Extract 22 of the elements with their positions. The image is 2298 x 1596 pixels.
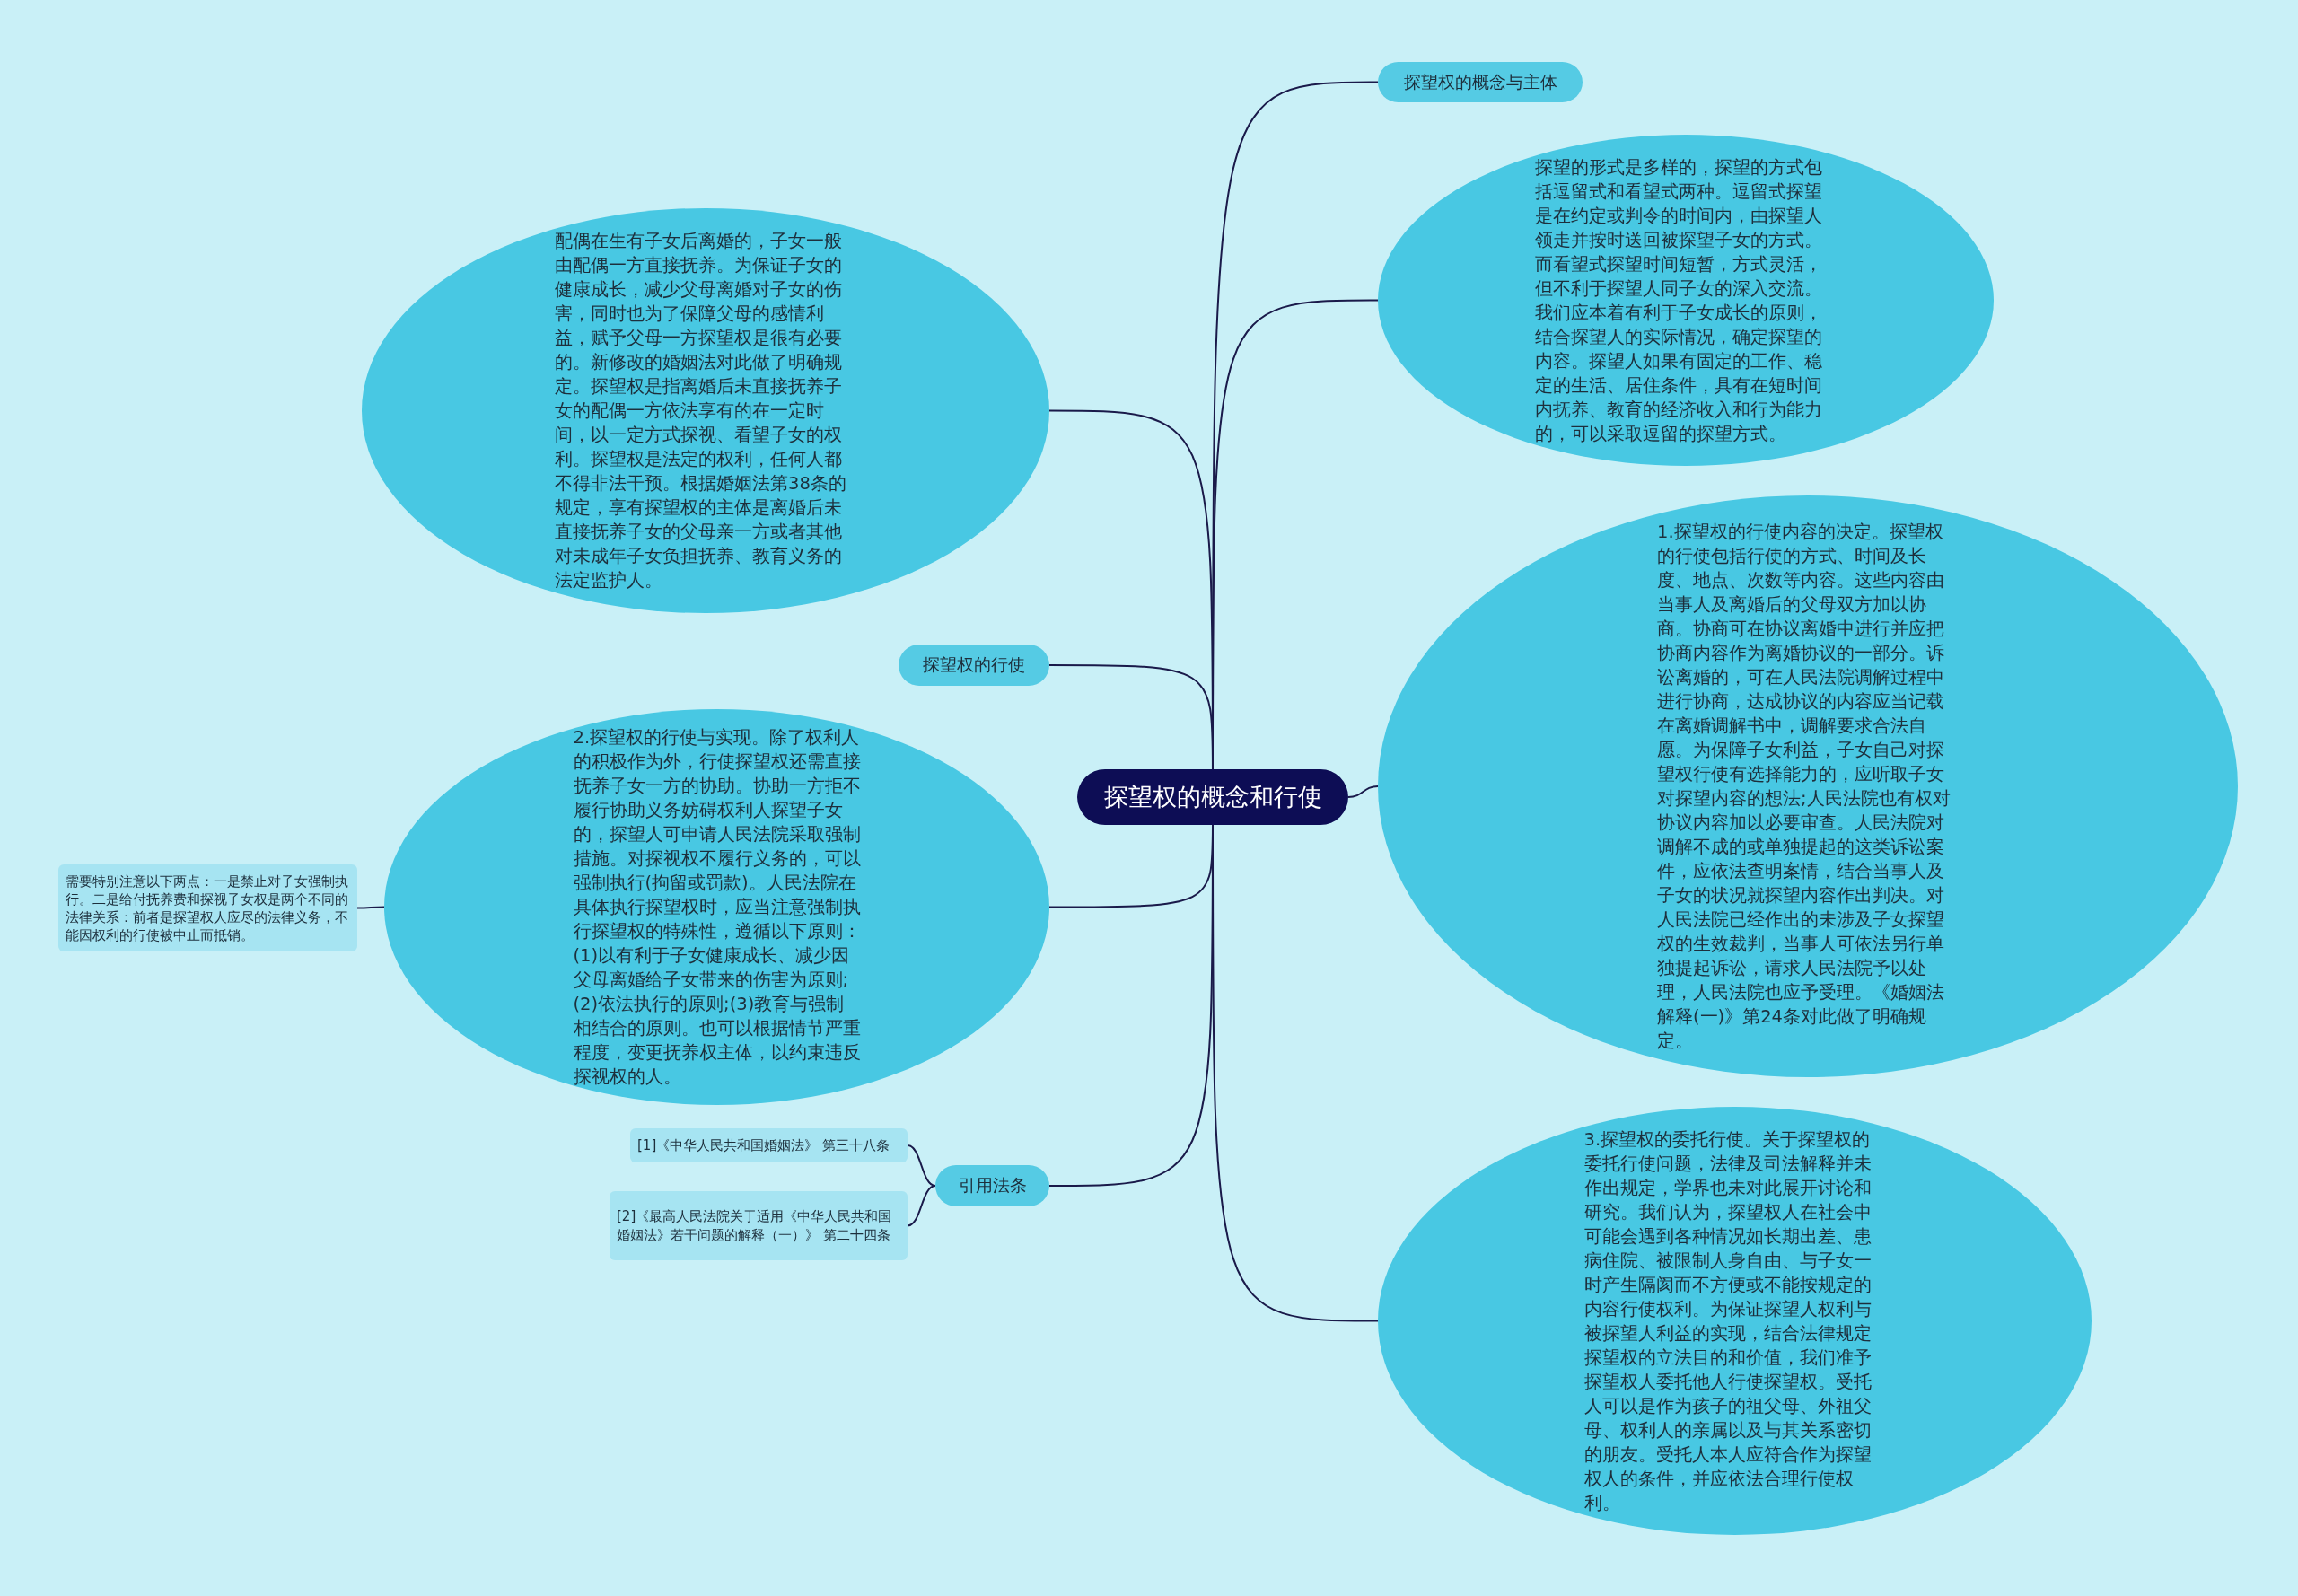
paragraph-text: 配偶在生有子女后离婚的，子女一般由配偶一方直接抚养。为保证子女的健康成长，减少父母离婚对子女的伤害，同时也为了保障父母的感情利益，赋予父母一方探望权是很有必要的。新修改的婚姻法对此做了明确规定。探望权是指离婚后未直接抚养子女的配偶一方依法享有的在一定时间，以一定方式探视、看望子女的权利。探望权是法定的权利，任何人都不得非法干预。根据婚姻法第38条的规定，享有探望权的主体是离婚后未直接抚养子女的父母亲一方或者其他对未成年子女负担抚养、教育义务的法定监护人。: [555, 230, 847, 592]
label-text: 需要特别注意以下两点：一是禁止对子女强制执行。二是给付抚养费和探视子女权是两个不同的法律关系：前者是探望权人应尽的法律义务，不能因权利的行使被中止而抵销。: [66, 872, 349, 944]
connector-line: [1347, 785, 1379, 798]
topic-pill: [1378, 62, 1583, 102]
label-text: 探望权的概念和行使: [1103, 782, 1322, 812]
label-text: 引用法条: [958, 1174, 1027, 1197]
paragraph-text: 探望的形式是多样的，探望的方式包括逗留式和看望式两种。逗留式探望是在约定或判令的时间内，由探望人领走并按时送回被探望子女的方式。而看望式探望时间短暂，方式灵活，但不利于探望人同子女的深入交流。我们应本着有利于子女成长的原则，结合探望人的实际情况，确定探望的内容。探望人如果有固定的工作、稳定的生活、居住条件，具有在短时间内抚养、教育的经济收入和行为能力的，可以采取逗留的探望方式。: [1535, 155, 1823, 446]
reference-box: [630, 1128, 908, 1162]
label-text: 探望权的概念与主体: [1403, 70, 1557, 93]
connector-line: [907, 1144, 936, 1187]
topic-pill: [899, 645, 1049, 686]
reference-box: [610, 1191, 908, 1260]
paragraph-text: 3.探望权的委托行使。关于探望权的委托行使问题，法律及司法解释并未作出规定，学界也未对此展开讨论和研究。我们认为，探望权人在社会中可能会遇到各种情况如长期出差、患病住院、被限制人身自由、与子女一时产生隔阂而不方便或不能按规定的内容行使权利。为保证探望人权利与被探望人利益的实现，结合法律规定探望权的立法目的和价值，我们准予探望权人委托他人行使探望权。受托人可以是作为孩子的祖父母、外祖父母、权利人的亲属以及与其关系密切的朋友。受托人本人应符合作为探望权人的条件，并应依法合理行使权利。: [1583, 1127, 1873, 1515]
paragraph-text: 1.探望权的行使内容的决定。探望权的行使包括行使的方式、时间及长度、地点、次数等内容。这些内容由当事人及离婚后的父母双方加以协商。协商可在协议离婚中进行并应把协商内容作为离婚协议的一部分。诉讼离婚的，可在人民法院调解过程中进行协商，达成协议的内容应当记载在离婚调解书中，调解要求合法自愿。为保障子女利益，子女自己对探望权行使有选择能力的，应听取子女对探望内容的想法;人民法院也有权对协议内容加以必要审查。人民法院对调解不成的或单独提起的这类诉讼案件，应依法查明案情，结合当事人及子女的状况就探望内容作出判决。对人民法院已经作出的未涉及子女探望权的生效裁判，当事人可依法另行单独提起诉讼，请求人民法院予以处理，人民法院也应予受理。《婚姻法解释(一)》第24条对此做了明确规定。: [1657, 521, 1952, 1053]
connector-line: [907, 1185, 936, 1227]
note-box: [58, 864, 357, 951]
topic-pill: [935, 1165, 1049, 1206]
label-text: 探望权的行使: [923, 653, 1025, 676]
label-text: [1]《中华人民共和国婚姻法》 第三十八条: [637, 1136, 890, 1155]
label-text: [2]《最高人民法院关于适用《中华人民共和国婚姻法》若干问题的解释（一）》 第二十四条: [617, 1206, 893, 1245]
connector-line: [356, 906, 385, 909]
paragraph-text: 2.探望权的行使与实现。除了权利人的积极作为外，行使探望权还需直接抚养子女一方的协助。协助一方拒不履行协助义务妨碍权利人探望子女的，探望人可申请人民法院采取强制措施。对探视权不履行义务的，可以强制执行(拘留或罚款)。人民法院在具体执行探望权时，应当注意强制执行探望权的特殊性，遵循以下原则：(1)以有利于子女健康成长、减少因父母离婚给子女带来的伤害为原则;(2)依法执行的原则;(3)教育与强制相结合的原则。也可以根据情节严重程度，变更抚养权主体，以约束违反探视权的人。: [573, 726, 861, 1089]
